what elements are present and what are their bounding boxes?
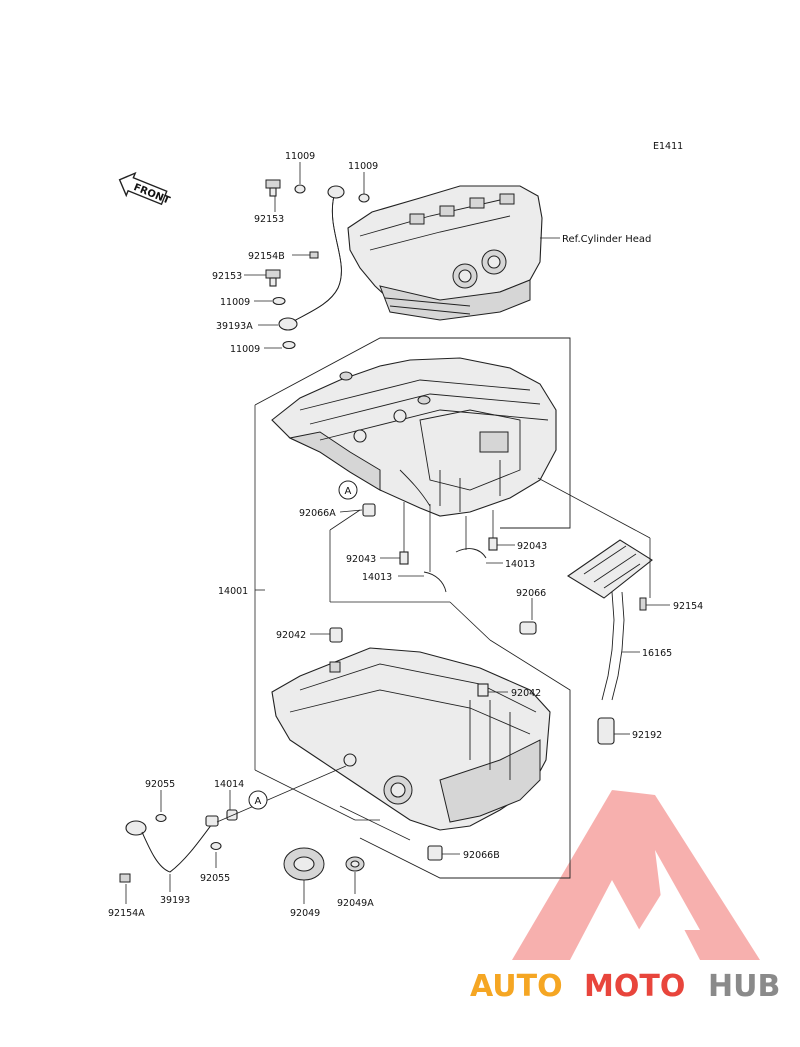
- watermark-auto: AUTO: [470, 969, 563, 1004]
- label-92154B: 92154B: [248, 251, 285, 262]
- middle-components: [362, 502, 498, 593]
- label-92154: 92154: [673, 601, 703, 612]
- diagram-code: E1411: [653, 141, 683, 152]
- label-16165: 16165: [642, 648, 672, 659]
- label-92055-bottom: 92055: [200, 873, 230, 884]
- leader-lines: [125, 162, 670, 904]
- oil-pipe-top: [265, 179, 370, 350]
- part-labels: 11009 11009 92153 92154B 92153 11009 391…: [108, 151, 703, 919]
- label-39193: 39193: [160, 895, 190, 906]
- label-92066A: 92066A: [299, 508, 336, 519]
- label-11009-top-left: 11009: [285, 151, 315, 162]
- callout-a-lower-icon: [248, 790, 268, 810]
- lower-crankcase: [271, 647, 551, 831]
- label-92043-left: 92043: [346, 554, 376, 565]
- label-92055-top: 92055: [145, 779, 175, 790]
- front-arrow: FRONT: [118, 171, 172, 207]
- label-92153-mid: 92153: [212, 271, 242, 282]
- label-14001: 14001: [218, 586, 248, 597]
- watermark-text: AUTO MOTO HUB: [470, 969, 780, 1004]
- callout-a-lower: A: [255, 796, 262, 807]
- label-92154A: 92154A: [108, 908, 145, 919]
- label-14013-left: 14013: [362, 572, 392, 583]
- watermark-triangle-inner: [570, 880, 645, 960]
- watermark-logo: [512, 790, 760, 960]
- watermark-moto: MOTO: [584, 969, 685, 1004]
- oil-strainer-assembly: [566, 539, 653, 745]
- oil-pipe-bottom: [119, 813, 222, 883]
- label-11009-top-right: 11009: [348, 161, 378, 172]
- watermark-hub: HUB: [708, 969, 780, 1004]
- ref-cylinder-head-label: Ref.Cylinder Head: [562, 234, 651, 245]
- label-92049: 92049: [290, 908, 320, 919]
- label-92192: 92192: [632, 730, 662, 741]
- label-92066: 92066: [516, 588, 546, 599]
- label-92042-right: 92042: [511, 688, 541, 699]
- callout-a-upper: A: [345, 486, 352, 497]
- label-11009-low: 11009: [230, 344, 260, 355]
- upper-crankcase: [271, 357, 557, 517]
- callout-a-upper-icon: [338, 480, 358, 500]
- watermark-triangle-right: [612, 790, 760, 960]
- label-11009-mid: 11009: [220, 297, 250, 308]
- label-92042-left: 92042: [276, 630, 306, 641]
- label-92066B: 92066B: [463, 850, 500, 861]
- label-39193A: 39193A: [216, 321, 253, 332]
- front-arrow-icon: [118, 171, 168, 206]
- label-92043-right: 92043: [517, 541, 547, 552]
- label-14013-right: 14013: [505, 559, 535, 570]
- label-92153-top: 92153: [254, 214, 284, 225]
- cylinder-head: [347, 185, 543, 321]
- label-14014: 14014: [214, 779, 244, 790]
- label-92049A: 92049A: [337, 898, 374, 909]
- watermark-triangle-cut: [655, 850, 700, 930]
